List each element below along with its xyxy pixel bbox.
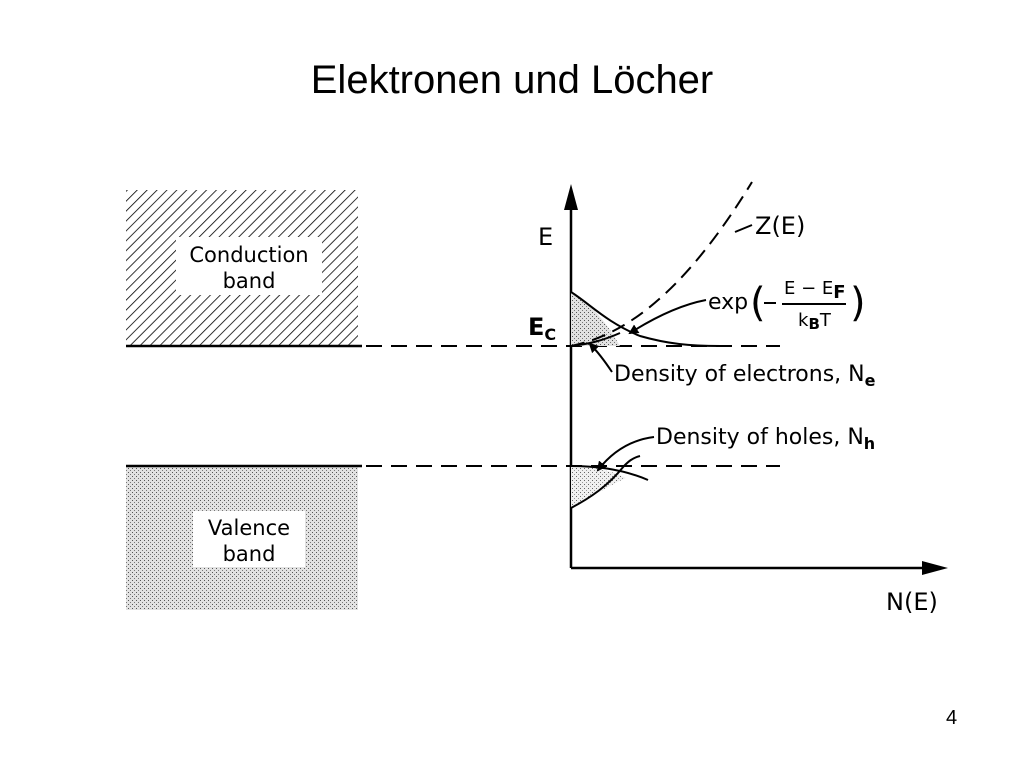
energy-axis-arrowhead (564, 184, 578, 210)
exp-denominator: kBT (798, 310, 832, 333)
exp-pointer-arrow (628, 299, 707, 335)
z-of-e-label: Z(E) (755, 212, 805, 240)
conduction-band-label-line2: band (223, 269, 276, 293)
electron-density-upper-curve (570, 291, 721, 347)
conduction-band-label-bg (176, 237, 322, 295)
z-label-leader (734, 224, 753, 233)
hole-density-area (571, 466, 626, 508)
slide-title: Elektronen und Löcher (310, 58, 714, 102)
valence-band-label-line2: band (223, 542, 276, 566)
page-number: 4 (946, 707, 958, 729)
valence-band: Valence band (126, 466, 358, 610)
exp-open-paren: ( (750, 280, 766, 326)
electrons-density-label: Density of electrons, Ne (614, 362, 876, 390)
hole-density-lower-curve (570, 455, 641, 509)
energy-axis-label: E (538, 223, 553, 251)
valence-band-label-bg (193, 511, 305, 567)
conduction-band: Conduction band (126, 190, 358, 346)
exp-prefix: exp (708, 290, 748, 315)
electrons-pointer-arrow (588, 342, 613, 373)
electron-density-area (571, 292, 620, 346)
exp-close-paren: ) (850, 280, 866, 326)
ec-label: EC (528, 313, 556, 344)
density-axis-label: N(E) (886, 588, 938, 616)
exp-numerator: E − EF (784, 278, 846, 303)
boltzmann-formula: exp ( E − EF kBT ) (708, 278, 866, 333)
hole-density-upper-curve (570, 465, 649, 481)
density-axis-arrowhead (922, 561, 948, 575)
conduction-band-label-line1: Conduction (189, 243, 308, 267)
valence-band-label-line1: Valence (208, 516, 290, 540)
holes-pointer-arrow (596, 436, 655, 472)
holes-density-label: Density of holes, Nh (656, 425, 875, 453)
z-of-e-curve (570, 181, 753, 347)
